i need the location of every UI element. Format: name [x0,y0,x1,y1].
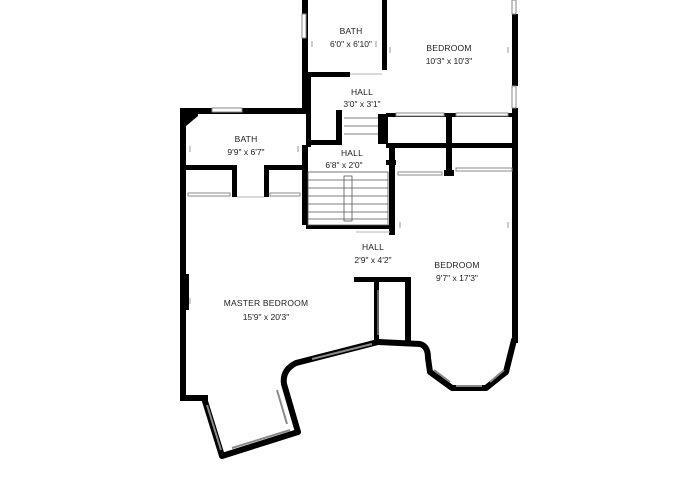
wall-segment [180,108,198,170]
wall-segment [378,114,388,144]
stair-rail [343,175,353,222]
wall-segment [512,14,518,86]
window [455,112,509,117]
window [276,389,288,425]
wall-segment [306,77,311,147]
stair-outline [307,171,389,226]
room-labels: BATH 6'0" x 6'10" BEDROOM 10'3" x 10'3" … [224,26,480,322]
wall-segment [389,145,395,235]
room-size-bedroom-right: 9'7" x 17'3" [436,273,478,283]
wall-segment [302,145,308,225]
wall-segment [180,108,308,114]
bay-wall-right [375,337,517,391]
window [301,13,307,39]
stairs [307,117,389,226]
room-size-hall-mid: 6'8" x 2'0" [325,160,362,170]
room-name-bedroom-right: BEDROOM [434,260,479,270]
wall-segment [180,395,208,401]
room-size-bath-top: 6'0" x 6'10" [330,39,372,49]
room-size-hall-top: 3'0" x 3'1" [343,99,380,109]
wall-segment [386,143,516,148]
room-name-hall-low: HALL [362,242,384,252]
room-name-bath-left: BATH [235,134,258,144]
wall-segment [306,140,342,145]
wall-segment [336,110,342,145]
bay-wall-master [201,339,381,459]
window [511,85,517,109]
walls [180,0,518,401]
wall-segment [306,72,350,77]
room-size-bedroom-top: 10'3" x 10'3" [426,56,473,66]
wall-segment [512,108,518,148]
window [211,107,243,113]
room-size-master-bedroom: 15'9" x 20'3" [243,312,290,322]
window [395,112,445,117]
wall-segment [444,170,454,176]
doors [237,73,390,233]
windows [187,0,517,451]
wall-segment [354,277,410,282]
wall-segment [374,282,379,342]
wall-segment [302,0,308,110]
wall-segment [306,225,394,229]
dimension-ticks [189,41,509,304]
window [269,192,301,197]
window [511,0,517,15]
window [311,343,373,360]
wall-segment [232,165,237,197]
room-size-bath-left: 9'9" x 6'7" [227,147,264,157]
room-name-hall-top: HALL [351,87,373,97]
room-name-bedroom-top: BEDROOM [426,43,471,53]
window [397,171,443,176]
wall-segment [512,145,518,343]
wall-segment [180,274,189,310]
window [231,429,291,449]
window [433,369,451,383]
window [206,404,222,451]
room-size-hall-low: 2'9" x 4'2" [354,255,391,265]
wall-segment [264,165,269,197]
window [489,369,505,383]
window [187,192,231,197]
wall-segment [386,160,396,165]
wall-segment [382,0,387,70]
wall-segment [264,165,308,170]
room-name-hall-mid: HALL [341,148,363,158]
wall-segment [180,165,236,170]
room-name-bath-top: BATH [340,26,363,36]
window [455,167,513,172]
room-name-master-bedroom: MASTER BEDROOM [224,298,309,308]
wall-segment [405,277,411,342]
